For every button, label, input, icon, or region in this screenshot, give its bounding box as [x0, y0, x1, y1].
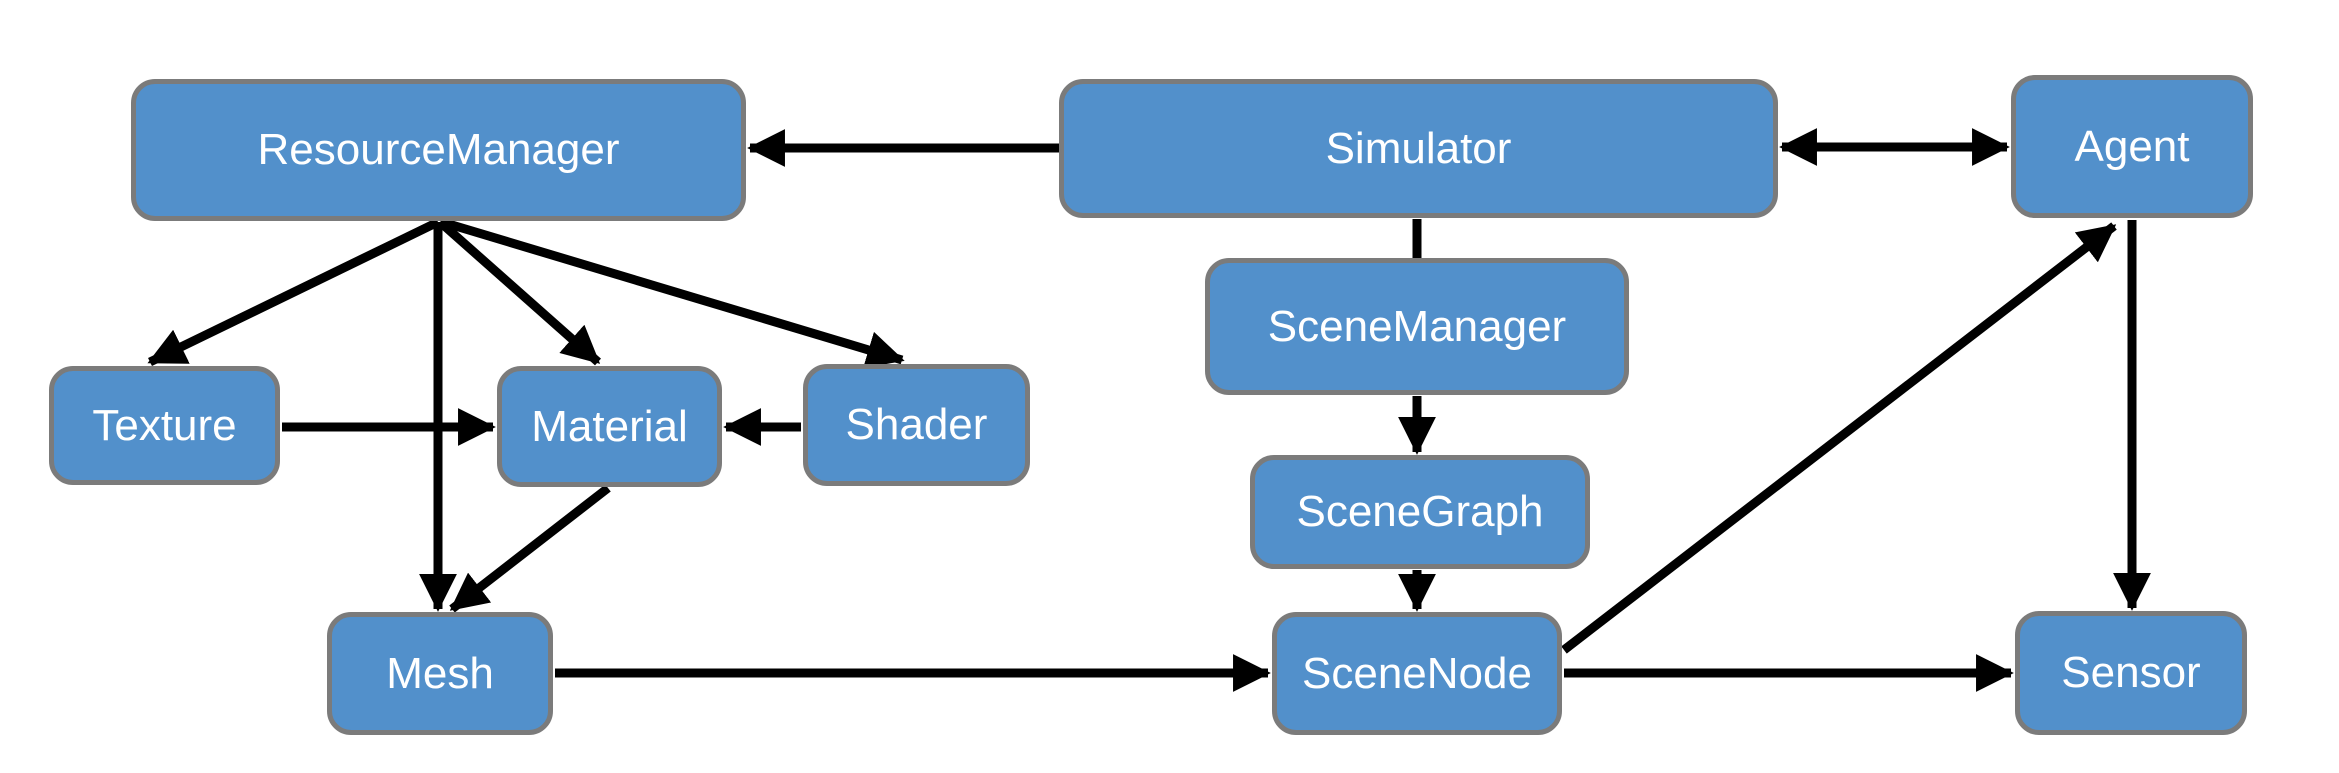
node-mesh-label: Mesh: [386, 648, 494, 698]
edge-material-mesh: [449, 484, 611, 613]
node-resource-manager-label: ResourceManager: [257, 125, 620, 174]
node-simulator-label: Simulator: [1325, 123, 1512, 173]
node-scene-manager: SceneManager: [1205, 258, 1629, 395]
node-shader: Shader: [803, 364, 1030, 486]
node-material-label: Material: [531, 401, 688, 451]
node-scene-graph-label: SceneGraph: [1296, 487, 1544, 536]
node-scene-node: SceneNode: [1272, 612, 1562, 735]
node-mesh: Mesh: [327, 612, 553, 735]
edge-resource_manager-material: [437, 218, 601, 366]
node-scene-node-label: SceneNode: [1302, 648, 1532, 698]
edge-resource_manager-shader: [440, 217, 905, 369]
edge-scene_node-agent: [1561, 222, 2117, 654]
node-scene-manager-label: SceneManager: [1267, 301, 1567, 351]
node-shader-label: Shader: [845, 400, 988, 449]
node-texture-label: Texture: [92, 400, 237, 450]
node-sensor-label: Sensor: [2061, 648, 2201, 697]
node-agent-label: Agent: [2074, 121, 2190, 171]
edge-resource_manager-texture: [147, 217, 440, 367]
node-agent: Agent: [2011, 75, 2253, 218]
node-scene-graph: SceneGraph: [1250, 455, 1590, 569]
node-resource-manager: ResourceManager: [131, 79, 746, 221]
node-sensor: Sensor: [2015, 611, 2247, 735]
node-material: Material: [497, 366, 722, 487]
node-texture: Texture: [49, 366, 280, 485]
node-simulator: Simulator: [1059, 79, 1778, 218]
